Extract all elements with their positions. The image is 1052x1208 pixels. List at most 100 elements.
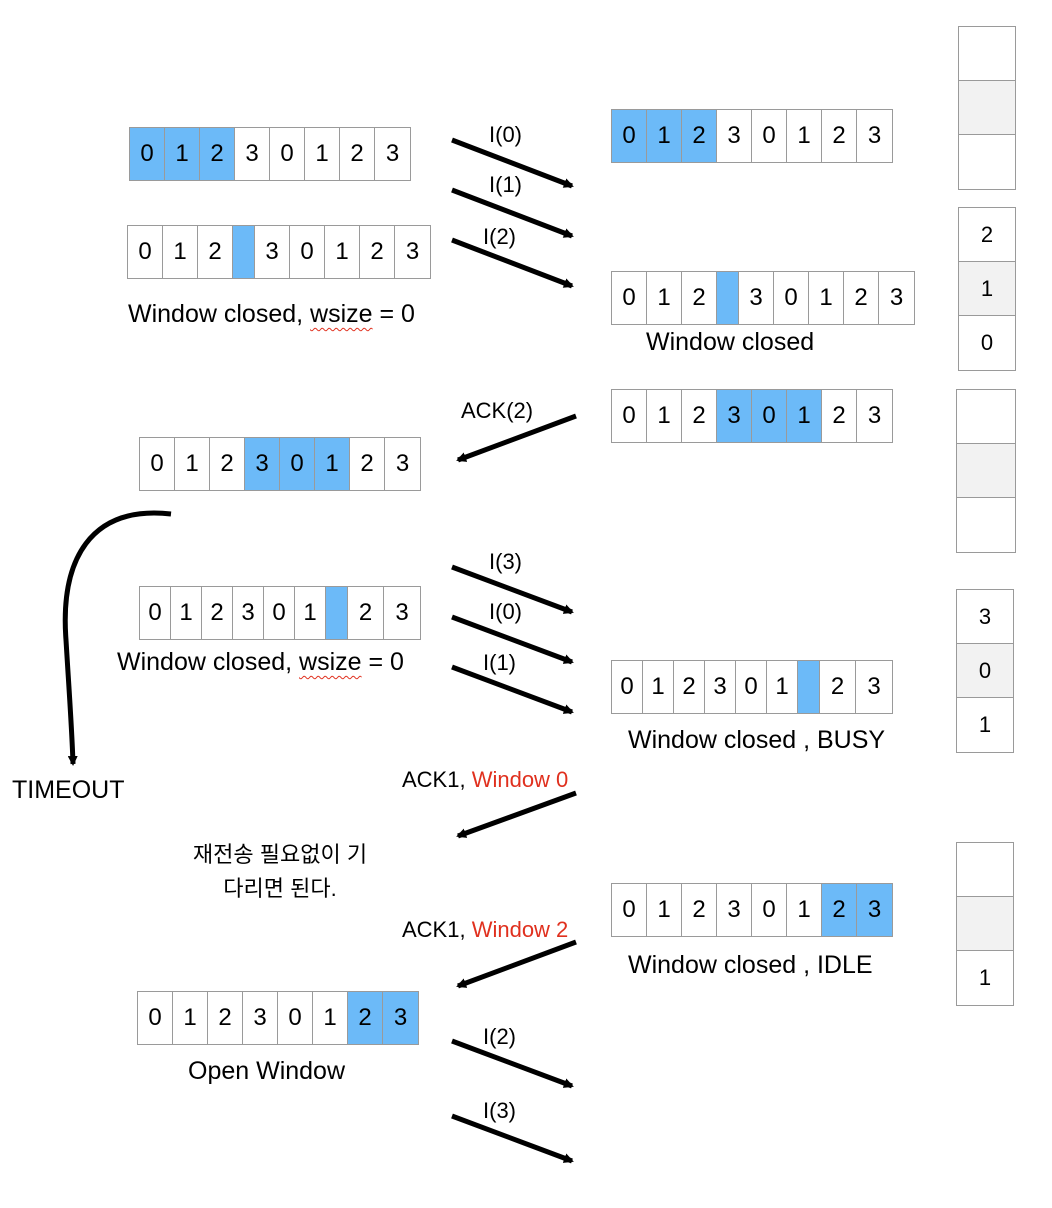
timeout-arrow bbox=[62, 510, 172, 766]
ack-window: Window 2 bbox=[471, 917, 569, 942]
seq-cell: 0 bbox=[612, 390, 647, 442]
seq-cell: 3 bbox=[245, 438, 280, 490]
sender-window-bar-3: 0 1 2 3 0 1 2 3 bbox=[139, 437, 421, 491]
seq-cell: 3 bbox=[395, 450, 410, 477]
label-text: Window closed, bbox=[128, 300, 311, 328]
window-marker bbox=[233, 226, 255, 278]
seq-cell: 0 bbox=[752, 884, 787, 936]
buffer-slot: 0 bbox=[957, 644, 1013, 698]
frame-label-i1-b: I(1) bbox=[483, 650, 516, 675]
seq-cell: 2 bbox=[674, 661, 705, 713]
receiver-busy-label: Window closed , BUSY bbox=[628, 726, 886, 754]
seq-cell: 2 bbox=[348, 587, 384, 639]
arrow-i2 bbox=[451, 237, 574, 289]
seq-cell: 1 bbox=[305, 128, 340, 180]
seq-cell: 3 bbox=[395, 599, 409, 626]
seq-cell: 1 bbox=[325, 226, 360, 278]
seq-cell: 0 bbox=[138, 992, 173, 1044]
label-word: wsize bbox=[299, 648, 362, 676]
seq-cell: 2 bbox=[682, 110, 717, 162]
note-text: 재전송 필요없이 기 다리면 된다. bbox=[170, 838, 390, 906]
label-tail: = 0 bbox=[361, 648, 404, 676]
seq-cell: 2 bbox=[682, 884, 717, 936]
seq-cell: 3 bbox=[717, 390, 752, 442]
seq-cell: 1 bbox=[647, 272, 682, 324]
seq-cell: 3 bbox=[857, 884, 892, 936]
seq-cell: 3 bbox=[405, 238, 420, 265]
arrow-i3-b bbox=[451, 1113, 574, 1164]
seq-cell: 1 bbox=[165, 128, 200, 180]
label-tail: = 0 bbox=[372, 300, 415, 328]
seq-cell: 2 bbox=[200, 128, 235, 180]
seq-cell: 3 bbox=[235, 128, 270, 180]
frame-label-ack-idle: ACK1, Window 2 bbox=[402, 917, 568, 943]
seq-cell: 2 bbox=[348, 992, 383, 1044]
seq-cell: 3 bbox=[717, 884, 752, 936]
seq-cell: 0 bbox=[752, 390, 787, 442]
arrow-ack2 bbox=[456, 413, 577, 463]
seq-cell: 1 bbox=[787, 390, 822, 442]
receiver-buffer-1 bbox=[958, 26, 1016, 190]
seq-cell: 1 bbox=[173, 992, 208, 1044]
buffer-slot bbox=[959, 81, 1015, 135]
buffer-slot: 1 bbox=[978, 712, 992, 737]
seq-cell: 2 bbox=[198, 226, 233, 278]
arrow-i3 bbox=[451, 564, 574, 615]
arrow-i1-b bbox=[451, 664, 574, 715]
label-text: Window closed, bbox=[117, 648, 300, 676]
seq-cell: 2 bbox=[682, 390, 717, 442]
receiver-buffer-4: 3 0 1 bbox=[956, 589, 1014, 753]
seq-cell: 3 bbox=[889, 284, 904, 311]
seq-cell: 1 bbox=[163, 226, 198, 278]
open-window-label: Open Window bbox=[188, 1057, 346, 1085]
seq-cell: 3 bbox=[739, 272, 774, 324]
seq-cell: 2 bbox=[202, 587, 233, 639]
seq-cell: 1 bbox=[809, 272, 844, 324]
receiver-window-bar-2: 0 1 2 3 0 1 2 3 bbox=[611, 271, 915, 325]
seq-cell: 0 bbox=[270, 128, 305, 180]
seq-cell: 0 bbox=[612, 272, 647, 324]
seq-cell: 0 bbox=[140, 438, 175, 490]
seq-cell: 0 bbox=[278, 992, 313, 1044]
receiver-window-bar-3: 0 1 2 3 0 1 2 3 bbox=[611, 389, 893, 443]
frame-label-i1: I(1) bbox=[489, 172, 522, 197]
buffer-slot: 3 bbox=[957, 590, 1013, 644]
frame-label-i0-b: I(0) bbox=[489, 599, 522, 624]
sender-window-bar-4: 0 1 2 3 0 1 2 3 bbox=[139, 586, 421, 640]
sender-window-closed-label-2: Window closed, wsize = 0 bbox=[117, 648, 404, 677]
arrow-ack-idle bbox=[456, 939, 577, 989]
seq-cell: 0 bbox=[612, 110, 647, 162]
seq-cell: 2 bbox=[822, 390, 857, 442]
seq-cell: 3 bbox=[717, 110, 752, 162]
seq-cell: 2 bbox=[682, 272, 717, 324]
receiver-idle-label: Window closed , IDLE bbox=[628, 951, 873, 979]
receiver-buffer-3 bbox=[956, 389, 1016, 553]
arrow-i2-b bbox=[451, 1038, 574, 1089]
buffer-slot bbox=[959, 27, 1015, 81]
seq-cell: 1 bbox=[647, 884, 682, 936]
receiver-window-bar-4: 0 1 2 3 0 1 2 3 bbox=[611, 660, 893, 714]
seq-cell: 1 bbox=[787, 884, 822, 936]
buffer-slot bbox=[957, 444, 1015, 498]
seq-cell: 3 bbox=[385, 140, 400, 167]
seq-cell: 1 bbox=[315, 438, 350, 490]
seq-cell: 2 bbox=[210, 438, 245, 490]
seq-cell: 3 bbox=[383, 992, 418, 1044]
buffer-slot: 2 bbox=[959, 208, 1015, 262]
timeout-label: TIMEOUT bbox=[12, 776, 125, 804]
buffer-slot: 0 bbox=[980, 330, 994, 355]
seq-cell: 0 bbox=[140, 587, 171, 639]
seq-cell: 0 bbox=[290, 226, 325, 278]
frame-label-ack-busy: ACK1, Window 0 bbox=[402, 767, 568, 793]
seq-cell: 0 bbox=[612, 661, 643, 713]
seq-cell: 2 bbox=[822, 884, 857, 936]
arrow-i0-b bbox=[451, 614, 574, 665]
seq-cell: 2 bbox=[844, 272, 879, 324]
seq-cell: 1 bbox=[313, 992, 348, 1044]
seq-cell: 0 bbox=[612, 884, 647, 936]
seq-cell: 3 bbox=[867, 122, 882, 149]
note-line-1: 재전송 필요없이 기 bbox=[192, 842, 368, 867]
seq-cell: 1 bbox=[295, 587, 326, 639]
seq-cell: 2 bbox=[340, 128, 375, 180]
